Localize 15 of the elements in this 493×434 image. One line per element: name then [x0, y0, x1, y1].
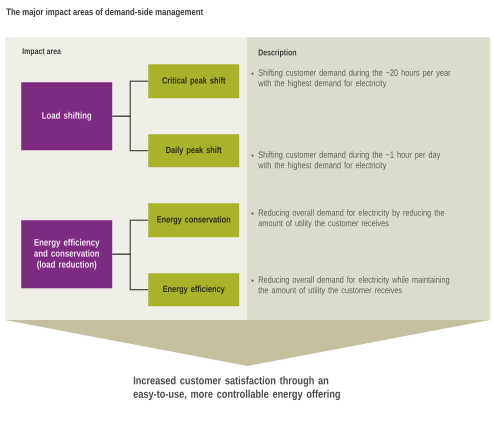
connector-line [112, 254, 148, 290]
item-box: Critical peak shift [148, 64, 240, 98]
description-text: Reducing overall demand for electricity by reducing the amount of utility the customer receives [258, 209, 444, 228]
description-text: Reducing overall demand for electricity while maintaining the amount of utility the customer receives [258, 276, 450, 296]
item-box: Daily peak shift [148, 134, 240, 168]
description-text: Shifting customer demand during the ~1 hour per day with the highest demand for electricity [258, 151, 440, 170]
down-triangle [5, 320, 490, 366]
title: The major impact areas of demand-side management [6, 8, 204, 18]
category-box: Energy efficiency and conservation (load reduction) [21, 220, 112, 288]
item-box: Energy conservation [148, 203, 240, 238]
connector-line [112, 116, 148, 152]
item-box: Energy efficiency [148, 273, 240, 306]
category-box: Load shifting [21, 82, 112, 150]
description-text: Shifting customer demand during the ~20 hours per year with the highest demand for electricity [258, 69, 450, 88]
conclusion-text: Increased customer satisfaction through an easy-to-use, more controllable energy offering [134, 376, 340, 400]
